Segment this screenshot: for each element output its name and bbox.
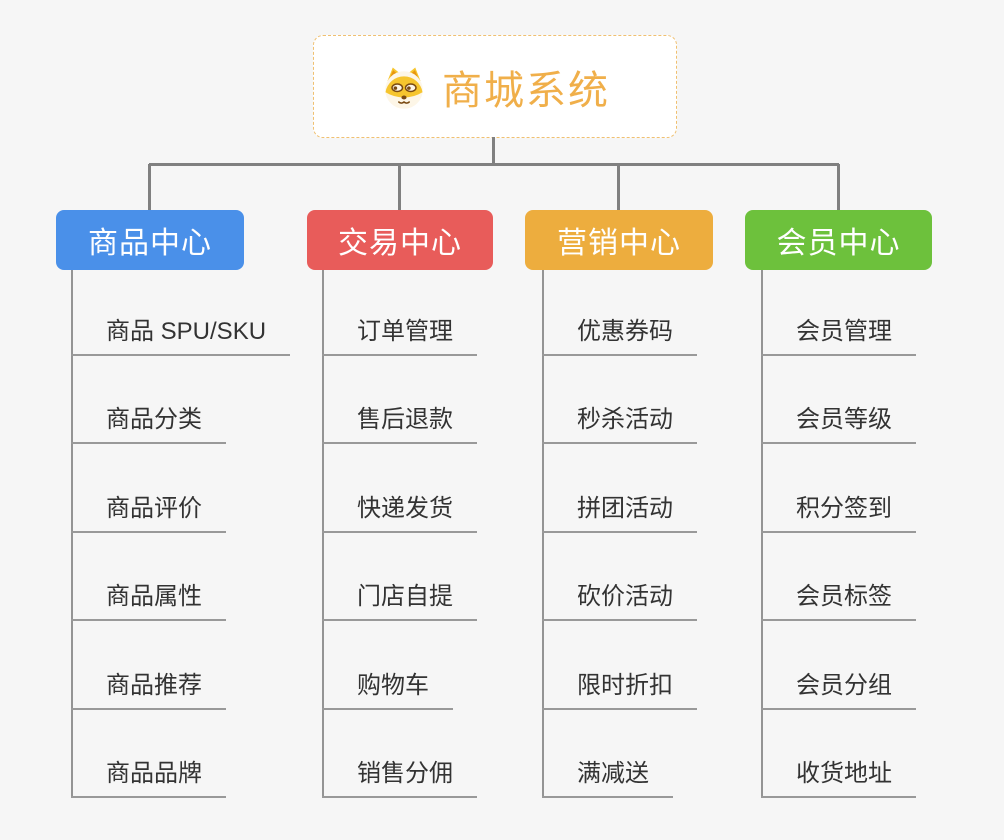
leaf-node[interactable]: 商品分类: [71, 399, 226, 444]
branch-node-product-center[interactable]: 商品中心: [56, 210, 244, 270]
leaf-node[interactable]: 订单管理: [322, 311, 477, 356]
branch-label: 营销中心: [557, 227, 681, 260]
leaf-node[interactable]: 限时折扣: [542, 665, 697, 710]
leaf-node[interactable]: 会员管理: [761, 311, 916, 356]
branch-label: 交易中心: [338, 227, 462, 260]
leaf-node[interactable]: 满减送: [542, 753, 673, 798]
root-node-mall-system[interactable]: 商城系统: [313, 35, 677, 138]
leaf-node[interactable]: 拼团活动: [542, 488, 697, 533]
branch-spine-trade: [322, 270, 324, 798]
leaf-column-trade: 订单管理 售后退款 快递发货 门店自提 购物车 销售分佣: [322, 267, 477, 798]
leaf-node[interactable]: 销售分佣: [322, 753, 477, 798]
leaf-node[interactable]: 会员等级: [761, 399, 916, 444]
leaf-node[interactable]: 商品属性: [71, 576, 226, 621]
branch-node-marketing-center[interactable]: 营销中心: [525, 210, 713, 270]
branch-label: 会员中心: [776, 227, 901, 260]
leaf-node[interactable]: 商品品牌: [71, 753, 226, 798]
branch-spine-product: [71, 270, 73, 798]
leaf-node[interactable]: 门店自提: [322, 576, 477, 621]
leaf-node[interactable]: 购物车: [322, 665, 453, 710]
connector-drop-product: [148, 164, 151, 211]
leaf-column-member: 会员管理 会员等级 积分签到 会员标签 会员分组 收货地址: [761, 267, 916, 798]
connector-drop-trade: [398, 164, 401, 211]
branch-node-trade-center[interactable]: 交易中心: [307, 210, 493, 270]
dog-face-icon: [385, 67, 423, 109]
branch-spine-member: [761, 270, 763, 798]
leaf-node[interactable]: 收货地址: [761, 753, 916, 798]
connector-drop-marketing: [617, 164, 620, 211]
leaf-node[interactable]: 商品 SPU/SKU: [71, 311, 291, 356]
leaf-node[interactable]: 商品推荐: [71, 665, 226, 710]
leaf-node[interactable]: 快递发货: [322, 488, 477, 533]
leaf-node[interactable]: 砍价活动: [542, 576, 697, 621]
leaf-node[interactable]: 会员标签: [761, 576, 916, 621]
branch-spine-marketing: [542, 270, 544, 798]
connector-root-stem: [492, 137, 495, 164]
connector-horizontal-bus: [149, 163, 839, 166]
leaf-node[interactable]: 积分签到: [761, 488, 916, 533]
leaf-node[interactable]: 会员分组: [761, 665, 916, 710]
leaf-column-product: 商品 SPU/SKU 商品分类 商品评价 商品属性 商品推荐 商品品牌: [71, 267, 291, 798]
leaf-column-marketing: 优惠券码 秒杀活动 拼团活动 砍价活动 限时折扣 满减送: [542, 267, 697, 798]
root-node-title: 商城系统: [442, 68, 610, 113]
branch-node-member-center[interactable]: 会员中心: [745, 210, 932, 270]
branch-label: 商品中心: [88, 227, 212, 260]
leaf-node[interactable]: 优惠券码: [542, 311, 697, 356]
connector-drop-member: [837, 164, 840, 211]
leaf-node[interactable]: 秒杀活动: [542, 399, 697, 444]
leaf-node[interactable]: 售后退款: [322, 399, 477, 444]
leaf-node[interactable]: 商品评价: [71, 488, 226, 533]
